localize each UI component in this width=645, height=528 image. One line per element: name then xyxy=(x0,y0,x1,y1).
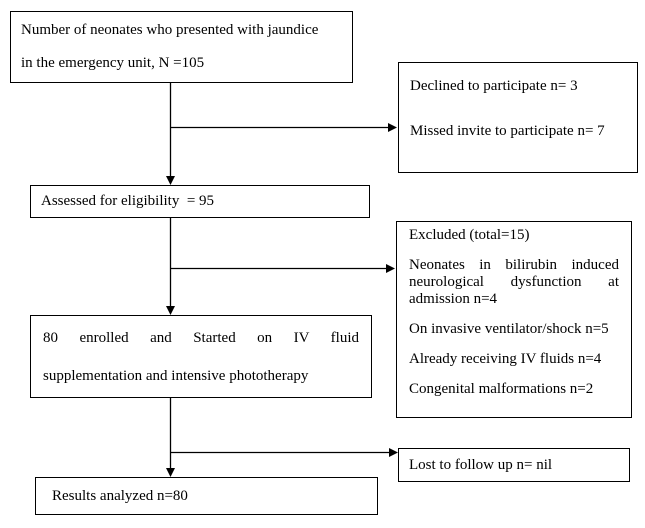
box-results-analyzed: Results analyzed n=80 xyxy=(35,477,378,515)
excluded-title: Excluded (total=15) xyxy=(409,227,530,243)
box-text-line: Declined to participate n= 3 xyxy=(410,78,578,94)
arrow-to-declined xyxy=(170,123,397,132)
box-text-line: 80 enrolled and Started on IV fluid xyxy=(43,330,359,346)
box-excluded: Excluded (total=15) Neonates in bilirubi… xyxy=(396,221,632,418)
box-enrolled-intervention: 80 enrolled and Started on IV fluid supp… xyxy=(30,315,372,398)
arrow-assessed-to-enrolled xyxy=(166,218,175,315)
box-lost-to-follow-up: Lost to follow up n= nil xyxy=(398,448,630,482)
box-text-line: Lost to follow up n= nil xyxy=(409,457,553,473)
arrow-to-lost xyxy=(170,448,398,457)
box-text-line: Number of neonates who presented with ja… xyxy=(21,22,319,38)
excluded-item: On invasive ventilator/shock n=5 xyxy=(409,321,609,337)
box-text-line: Results analyzed n=80 xyxy=(52,488,188,504)
box-text-line: Assessed for eligibility = 95 xyxy=(41,193,215,209)
excluded-item: Already receiving IV fluids n=4 xyxy=(409,351,602,367)
box-text-line: in the emergency unit, N =105 xyxy=(21,55,205,71)
box-text-line: supplementation and intensive photothera… xyxy=(43,368,309,384)
arrow-enrolled-to-analyzed xyxy=(166,398,175,477)
excluded-item: Neonates in bilirubin induced neurologic… xyxy=(409,257,619,307)
excluded-item: Congenital malformations n=2 xyxy=(409,381,594,397)
box-presented-jaundice: Number of neonates who presented with ja… xyxy=(10,11,353,83)
box-declined-missed: Declined to participate n= 3 Missed invi… xyxy=(398,62,638,173)
arrow-presented-to-assessed xyxy=(166,83,175,185)
box-text-line: Missed invite to participate n= 7 xyxy=(410,123,605,139)
arrow-to-excluded xyxy=(170,264,395,273)
box-assessed-eligibility: Assessed for eligibility = 95 xyxy=(30,185,370,218)
